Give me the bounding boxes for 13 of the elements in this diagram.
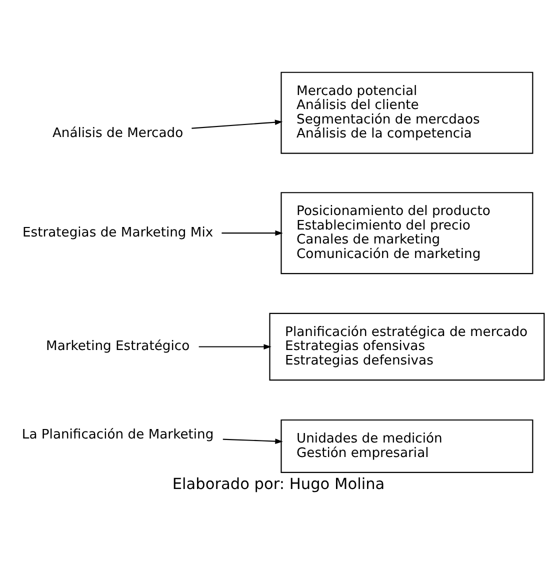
- arrow: [222, 230, 283, 236]
- node-text: Análisis de Mercado: [52, 125, 184, 140]
- node-box: Unidades de medición Gestión empresarial: [280, 418, 534, 473]
- arrow: [222, 438, 283, 444]
- node-box: Mercado potencial Análisis del cliente Segmentación de mercdaos Análisis de la competencia: [280, 71, 534, 154]
- node-text: Marketing Estratégico: [46, 338, 190, 354]
- caption: Elaborado por: Hugo Molina: [172, 474, 385, 493]
- arrow: [192, 119, 283, 128]
- node-text: La Planificación de Marketing: [22, 427, 214, 442]
- node-box: Planificación estratégica de mercado Estrategias ofensivas Estrategias defensivas: [269, 312, 545, 380]
- arrow: [198, 344, 272, 349]
- node-text: Estrategias de Marketing Mix: [22, 224, 214, 240]
- node-box: Posicionamiento del producto Establecimiento del precio Canales de marketing Comunicación de marketing: [280, 192, 534, 274]
